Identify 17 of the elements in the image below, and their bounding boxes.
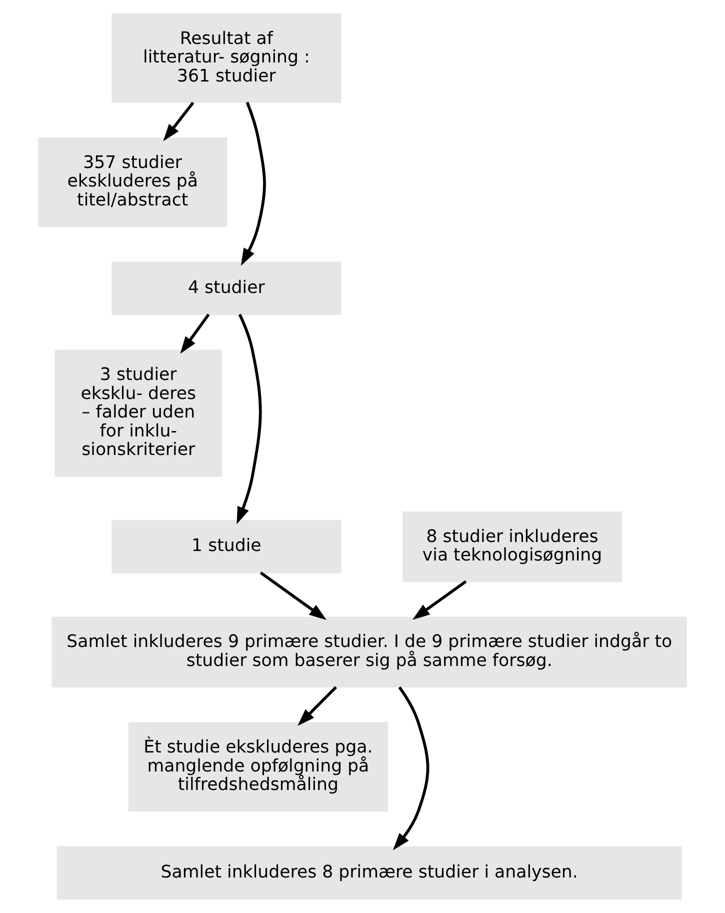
- arrow: [392, 686, 430, 850]
- arrow: [240, 102, 266, 266]
- arrow: [298, 686, 338, 726]
- node-box: 4 studier: [112, 262, 342, 316]
- node-box: Samlet inkluderes 9 primære studier. I de 9 primære studier indgår to studier som baserer sig på samme forsøg.: [52, 616, 687, 688]
- node-box: Èt studie ekskluderes pga. manglende opfølgning på tilfredshedsmåling: [128, 722, 388, 812]
- arrow: [236, 314, 262, 524]
- node-box: 8 studier inkluderes via teknologisøgning: [402, 511, 622, 582]
- arrow: [163, 102, 194, 142]
- node-box: 3 studier eksklu- deres – falder uden for inklu- sionskriterier: [54, 350, 222, 477]
- arrow: [260, 572, 327, 620]
- node-box: Samlet inkluderes 8 primære studier i analysen.: [56, 846, 682, 900]
- node-box: Resultat af litteratur- søgning : 361 studier: [112, 13, 342, 103]
- arrow: [180, 314, 210, 354]
- node-box: 1 studie: [112, 520, 342, 574]
- arrow: [412, 580, 467, 620]
- node-box: 357 studier ekskluderes på titel/abstract: [38, 137, 228, 227]
